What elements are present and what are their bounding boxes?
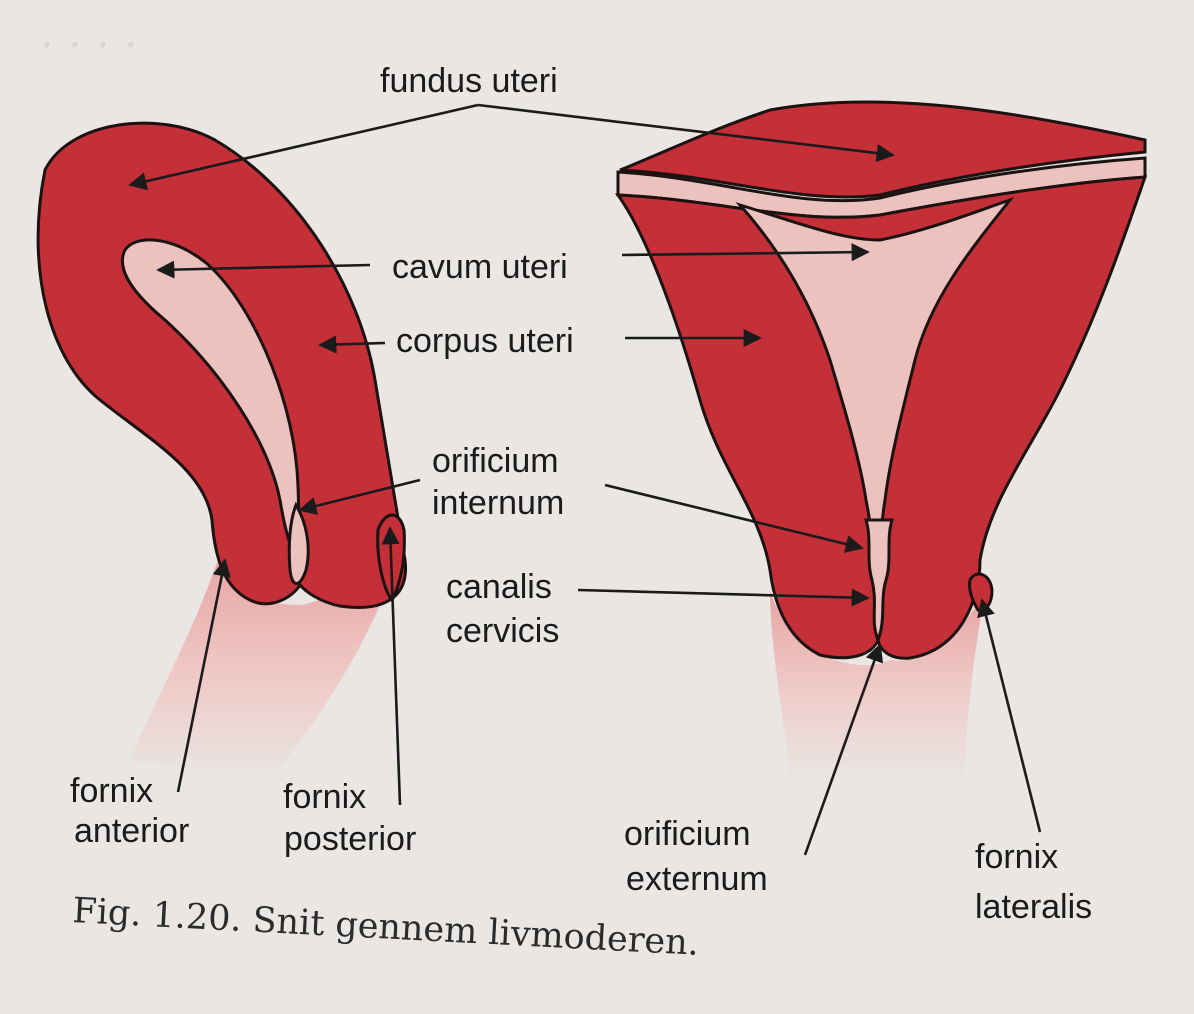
figure-caption: Fig. 1.20. Snit gennem livmoderen. (72, 891, 700, 964)
svg-text:· · · ·: · · · · (40, 20, 138, 71)
label-orificium-internum-line2: internum (432, 484, 564, 522)
leader-lines (128, 103, 1042, 856)
vagina-right (770, 590, 985, 780)
label-fornix-posterior-line2: posterior (284, 820, 416, 858)
label-corpus-uteri: corpus uteri (396, 322, 574, 360)
label-fornix-lateralis-line1: fornix (975, 838, 1058, 876)
label-fornix-lateralis-line2: lateralis (975, 888, 1092, 926)
label-fundus-uteri: fundus uteri (380, 62, 558, 100)
cavum-frontal (735, 196, 1015, 591)
canal-sagittal (287, 501, 310, 585)
label-orificium-externum-line2: externum (626, 860, 768, 898)
sagittal-section (36, 121, 408, 780)
label-fornix-posterior-line1: fornix (283, 778, 366, 816)
canal-frontal (863, 518, 895, 645)
label-orificium-externum-line1: orificium (624, 815, 751, 853)
label-canalis-cervicis-line1: canalis (446, 568, 552, 606)
label-orificium-internum-line1: orificium (432, 442, 559, 480)
label-cavum-uteri: cavum uteri (392, 248, 568, 286)
label-canalis-cervicis-line2: cervicis (446, 612, 559, 650)
label-fornix-anterior-line1: fornix (70, 772, 153, 810)
labels: fundus uteri cavum uteri corpus uteri or… (70, 62, 1092, 926)
frontal-section (614, 100, 1148, 780)
background-texture: · · · · (40, 20, 138, 71)
label-fornix-anterior-line2: anterior (74, 812, 189, 850)
vagina-left (130, 520, 398, 780)
